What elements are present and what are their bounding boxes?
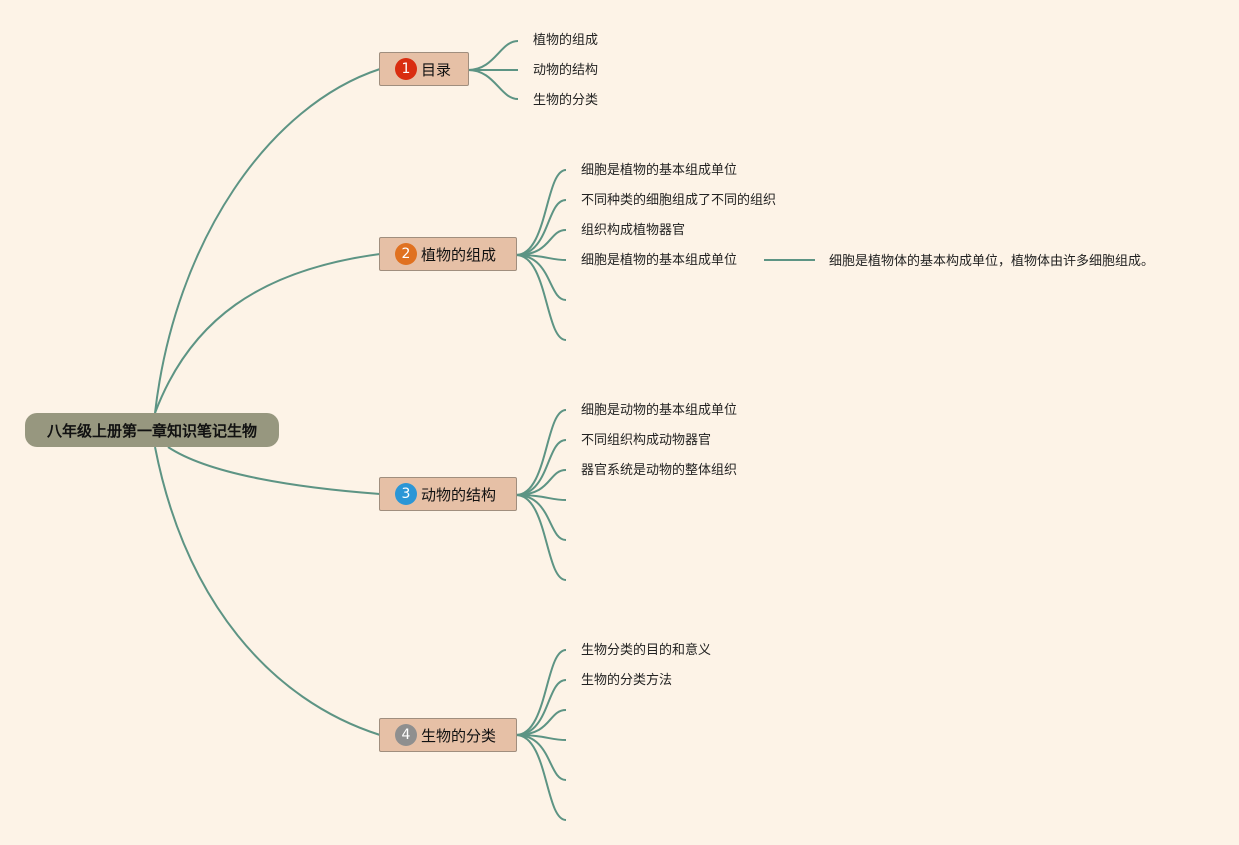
topic-node-classification[interactable]: 4 生物的分类: [379, 718, 517, 752]
leaf-item[interactable]: 生物分类的目的和意义: [581, 643, 712, 658]
connector-root-topic4: [154, 446, 381, 736]
connector-t4-c6: [515, 734, 567, 821]
connector-root-topic1: [154, 68, 381, 414]
leaf-item[interactable]: 不同种类的细胞组成了不同的组织: [581, 193, 777, 208]
topic-node-plant-composition[interactable]: 2 植物的组成: [379, 237, 517, 271]
connector-t3-c5: [515, 494, 567, 541]
connector-t2-c6: [515, 254, 567, 341]
leaf-item[interactable]: 生物的分类方法: [581, 673, 673, 688]
leaf-item[interactable]: 组织构成植物器官: [581, 223, 686, 238]
leaf-detail[interactable]: 细胞是植物体的基本构成单位，植物体由许多细胞组成。: [829, 254, 1155, 269]
connector-t3-c2: [515, 439, 567, 496]
connector-t1-c3: [467, 69, 519, 100]
number-badge-icon: 2: [395, 243, 417, 265]
connector-t4-c2: [515, 679, 567, 736]
topic-label: 植物的组成: [421, 245, 497, 264]
number-badge-icon: 1: [395, 58, 417, 80]
leaf-item[interactable]: 不同组织构成动物器官: [581, 433, 712, 448]
root-node[interactable]: 八年级上册第一章知识笔记生物: [25, 413, 279, 447]
connector-t2-c5: [515, 254, 567, 301]
root-label: 八年级上册第一章知识笔记生物: [46, 421, 257, 440]
leaf-item[interactable]: 细胞是动物的基本组成单位: [581, 403, 738, 418]
connector-t3-c3: [515, 469, 567, 496]
connector-t1-c1: [467, 40, 519, 71]
leaf-item[interactable]: 动物的结构: [533, 63, 599, 78]
connector-t4-c1: [515, 649, 567, 736]
leaf-item[interactable]: 器官系统是动物的整体组织: [581, 463, 738, 478]
topic-label: 目录: [421, 60, 452, 79]
connector-t2-c2: [515, 199, 567, 256]
connector-t4-c5: [515, 734, 567, 781]
leaf-item[interactable]: 细胞是植物的基本组成单位: [581, 163, 738, 178]
topic-node-contents[interactable]: 1 目录: [379, 52, 469, 86]
connector-t2-c3: [515, 229, 567, 256]
number-badge-icon: 3: [395, 483, 417, 505]
leaf-item[interactable]: 生物的分类: [533, 93, 599, 108]
connector-t3-c1: [515, 409, 567, 496]
leaf-item[interactable]: 植物的组成: [533, 33, 599, 48]
topic-label: 生物的分类: [421, 726, 497, 745]
leaf-item[interactable]: 细胞是植物的基本组成单位: [581, 253, 738, 268]
connector-t3-c6: [515, 494, 567, 581]
topic-node-animal-structure[interactable]: 3 动物的结构: [379, 477, 517, 511]
topic-label: 动物的结构: [421, 485, 497, 504]
number-badge-icon: 4: [395, 724, 417, 746]
connector-root-topic2: [154, 253, 381, 414]
connector-t4-c3: [515, 709, 567, 736]
connector-root-topic3: [167, 446, 381, 495]
connector-t2-c1: [515, 169, 567, 256]
